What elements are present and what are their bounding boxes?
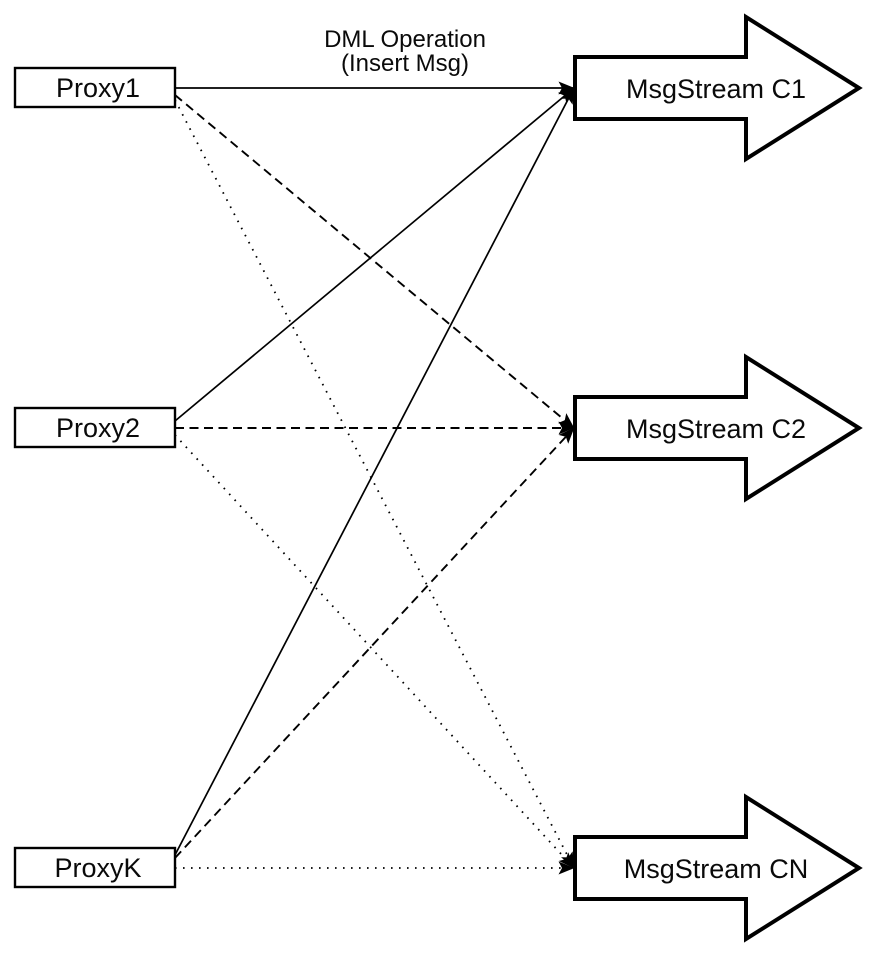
edge-proxy1-to-c2 xyxy=(174,94,575,429)
edge-proxy2-to-c1 xyxy=(174,87,575,422)
edge-proxyk-to-c1 xyxy=(174,87,575,856)
proxy-label-1: Proxy1 xyxy=(56,73,140,103)
title-line2: (Insert Msg) xyxy=(341,50,469,77)
proxy-label-k: ProxyK xyxy=(54,853,141,883)
stream-arrow-c2 xyxy=(573,353,863,503)
stream-group xyxy=(573,13,863,943)
proxy-label-2: Proxy2 xyxy=(56,413,140,443)
stream-arrow-c1 xyxy=(573,13,863,163)
stream-label-c2: MsgStream C2 xyxy=(626,414,806,444)
stream-label-cn: MsgStream CN xyxy=(624,854,809,884)
stream-arrow-cn xyxy=(573,793,863,943)
edge-proxy1-to-cn xyxy=(174,99,575,869)
proxy-box-1 xyxy=(13,66,177,109)
title-line1: DML Operation xyxy=(324,26,486,53)
proxy-box-k xyxy=(13,846,177,889)
edge-proxy2-to-cn xyxy=(174,434,575,869)
edge-proxyk-to-c2 xyxy=(174,427,575,859)
proxy-box-2 xyxy=(13,406,177,449)
proxy-group xyxy=(13,66,177,889)
edge-group xyxy=(174,81,575,875)
stream-label-c1: MsgStream C1 xyxy=(626,74,806,104)
